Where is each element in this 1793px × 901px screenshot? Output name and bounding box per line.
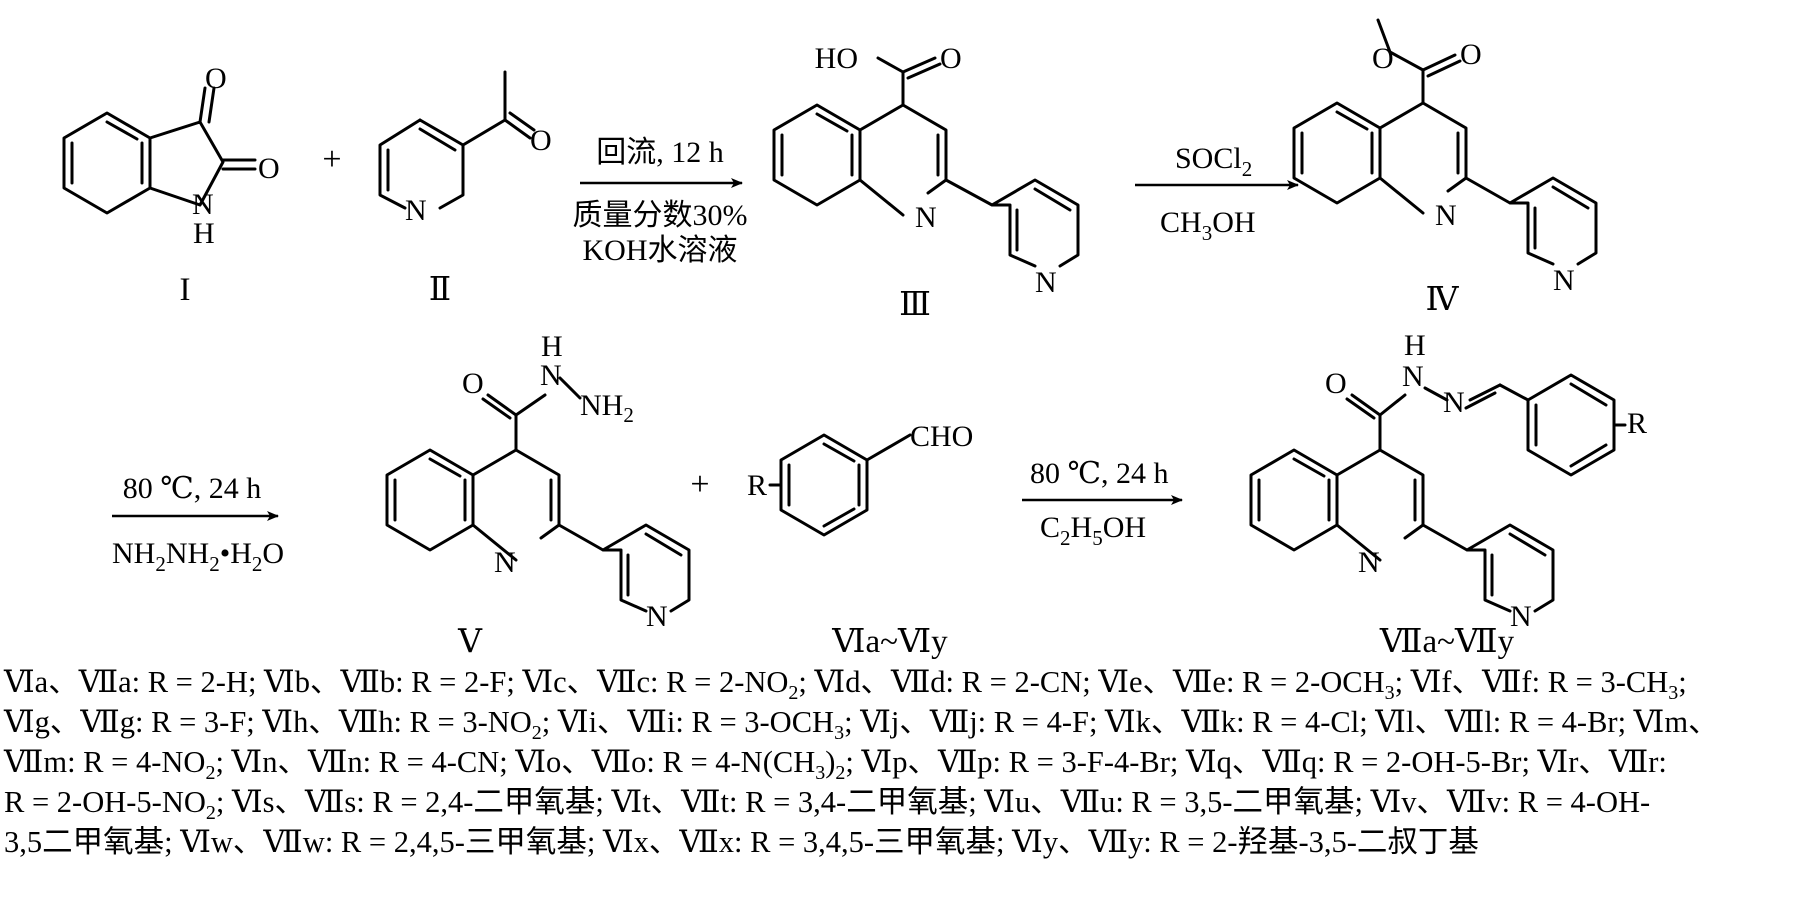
subscript: 2 [788, 682, 799, 705]
acid-hydroxyl: HO [815, 42, 858, 75]
step3-condition-hydrazine: NH2NH2•H2O [112, 537, 284, 576]
hydrazide-hydrogen: H [541, 330, 563, 363]
compound-ester-structure: O O N N [1292, 18, 1598, 297]
pyridine-nitrogen-4: N [1553, 264, 1575, 297]
substituent-text: ; Ⅵf、Ⅶf: R = 3-CH [1394, 665, 1669, 699]
substituent-line: Ⅵg、Ⅶg: R = 3-F; Ⅵh、Ⅶh: R = 3-NO2; Ⅵi、Ⅶi:… [4, 702, 1789, 745]
subscript: 2 [835, 762, 846, 785]
subscript: 2 [205, 762, 216, 785]
substituent-text: Ⅵg、Ⅶg: R = 3-F; Ⅵh、Ⅶh: R = 3-NO [4, 705, 532, 739]
substituent-line: Ⅵa、Ⅶa: R = 2-H; Ⅵb、Ⅶb: R = 2-F; Ⅵc、Ⅶc: R… [4, 662, 1789, 705]
substituent-text: Ⅶm: R = 4-NO [4, 745, 206, 779]
label-compound-4: Ⅳ [1426, 282, 1460, 318]
ketone-oxygen: O [530, 124, 552, 157]
isatin-hydrogen: H [193, 217, 215, 250]
label-compound-1: I [180, 272, 191, 308]
hydrazide-nh-nitrogen: N [540, 359, 562, 392]
hydrazone-r-group: R [1627, 407, 1647, 440]
pyridine-nitrogen-5: N [646, 600, 668, 633]
isatin-nitrogen: N [192, 188, 214, 221]
substituent-text: R = 2-OH-5-NO [4, 785, 206, 819]
compound-acid-structure: N N HO O [772, 42, 1080, 299]
substituent-text: 3,5二甲氧基; Ⅵw、Ⅶw: R = 2,4,5-三甲氧基; Ⅵx、Ⅶx: R… [4, 825, 1479, 859]
compound-hydrazide-structure: O N H NH2 N N [385, 330, 691, 633]
hydrazone-oxygen: O [1325, 367, 1347, 400]
compound-aldehyde-structure: CHO R [747, 420, 973, 537]
hydrazone-nh-nitrogen: N [1402, 360, 1424, 393]
pyridine-nitrogen: N [405, 194, 427, 227]
quinoline-nitrogen-5: N [494, 546, 516, 579]
substituent-line: R = 2-OH-5-NO2; Ⅵs、Ⅶs: R = 2,4-二甲氧基; Ⅵt、… [4, 782, 1789, 825]
step2-condition-socl2: SOCl2 [1175, 142, 1252, 181]
step3-condition-temperature: 80 ℃, 24 h [123, 472, 262, 505]
pyridine-nitrogen-3: N [1035, 266, 1057, 299]
label-compound-2: Ⅱ [429, 272, 451, 308]
substituent-text: ) [825, 745, 836, 779]
step1-condition-koh: KOH水溶液 [583, 234, 738, 267]
step1-condition-concentration: 质量分数30% [573, 199, 748, 232]
acid-carbonyl-oxygen: O [940, 42, 962, 75]
subscript: 2 [531, 722, 542, 745]
substituent-text: ; Ⅵp、Ⅶp: R = 3-F-4-Br; Ⅵq、Ⅶq: R = 2-OH-5… [845, 745, 1667, 779]
label-compound-5: Ⅴ [457, 624, 483, 660]
label-compound-3: Ⅲ [899, 287, 931, 323]
subscript: 3 [1384, 682, 1395, 705]
pyridine-nitrogen-7: N [1510, 600, 1532, 633]
hydrazone-imine-nitrogen: N [1443, 386, 1465, 419]
quinoline-nitrogen-3: N [915, 201, 937, 234]
substituent-text: ; [1678, 665, 1687, 699]
isatin-oxygen-3: O [205, 62, 227, 95]
hydrazide-nh2: NH2 [580, 389, 634, 427]
aldehyde-r-group: R [747, 469, 767, 502]
quinoline-nitrogen-4: N [1435, 199, 1457, 232]
quinoline-nitrogen-7: N [1358, 546, 1380, 579]
substituent-line: Ⅶm: R = 4-NO2; Ⅵn、Ⅶn: R = 4-CN; Ⅵo、Ⅶo: R… [4, 742, 1789, 785]
step1-condition-reflux: 回流, 12 h [596, 136, 724, 169]
substituent-text: Ⅵa、Ⅶa: R = 2-H; Ⅵb、Ⅶb: R = 2-F; Ⅵc、Ⅶc: R… [4, 665, 789, 699]
compound-isatin-structure: O O N H [62, 62, 280, 250]
compound-hydrazone-structure: O N H N R N N [1249, 329, 1647, 633]
reaction-scheme: O O N H I + N O Ⅱ 回流, 12 h 质量分数30% KOH水溶… [62, 18, 1647, 660]
substituent-text: ; Ⅵn、Ⅶn: R = 4-CN; Ⅵo、Ⅶo: R = 4-N(CH [215, 745, 816, 779]
substituent-text: ; Ⅵd、Ⅶd: R = 2-CN; Ⅵe、Ⅶe: R = 2-OCH [798, 665, 1385, 699]
hydrazone-hydrogen: H [1404, 329, 1426, 362]
subscript: 3 [1668, 682, 1679, 705]
substituent-text: ; Ⅵi、Ⅶi: R = 3-OCH [541, 705, 835, 739]
isatin-oxygen-2: O [258, 152, 280, 185]
label-compounds-7: Ⅶa~Ⅶy [1379, 624, 1515, 660]
substituent-text: ; Ⅵs、Ⅶs: R = 2,4-二甲氧基; Ⅵt、Ⅶt: R = 3,4-二甲… [215, 785, 1651, 819]
aldehyde-cho: CHO [910, 420, 973, 453]
ester-oxygen: O [1372, 42, 1394, 75]
substituent-line: 3,5二甲氧基; Ⅵw、Ⅶw: R = 2,4,5-三甲氧基; Ⅵx、Ⅶx: R… [4, 822, 1789, 862]
hydrazide-oxygen: O [462, 367, 484, 400]
subscript: 2 [205, 802, 216, 825]
step2-condition-methanol: CH3OH [1160, 206, 1256, 245]
plus-sign-2: + [690, 466, 709, 503]
plus-sign-1: + [322, 141, 341, 178]
subscript: 3 [815, 762, 826, 785]
substituent-list: Ⅵa、Ⅶa: R = 2-H; Ⅵb、Ⅶb: R = 2-F; Ⅵc、Ⅶc: R… [4, 662, 1789, 862]
step4-condition-temperature: 80 ℃, 24 h [1030, 457, 1169, 490]
label-compounds-6: Ⅵa~Ⅵy [831, 624, 948, 660]
compound-acetylpyridine-structure: N O [378, 70, 552, 227]
step4-condition-ethanol: C2H5OH [1040, 511, 1146, 550]
ester-carbonyl-oxygen: O [1460, 38, 1482, 71]
subscript: 3 [834, 722, 845, 745]
substituent-text: ; Ⅵj、Ⅶj: R = 4-F; Ⅵk、Ⅶk: R = 4-Cl; Ⅵl、Ⅶl… [844, 705, 1719, 739]
